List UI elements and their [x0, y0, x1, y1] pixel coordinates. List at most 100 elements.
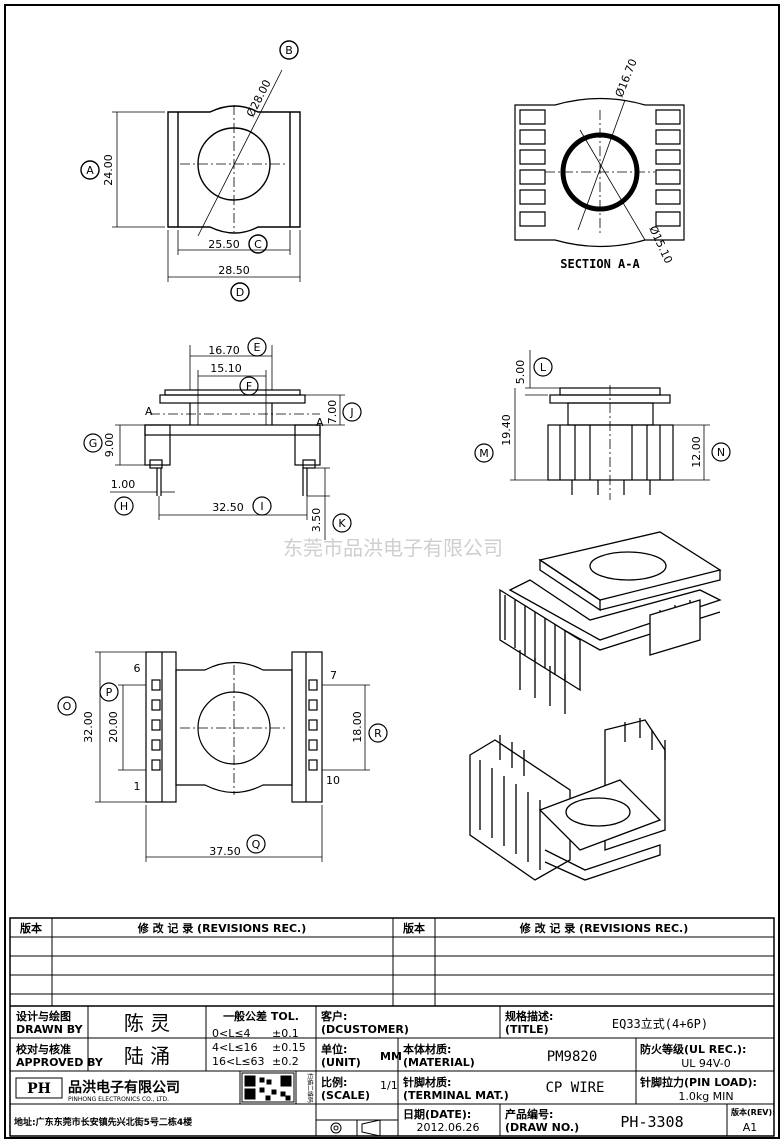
terminal-en: (TERMINAL MAT.) — [403, 1089, 509, 1102]
label-k: K — [338, 517, 346, 530]
terminal-cn: 针脚材质: — [403, 1075, 451, 1089]
dim-diameter-28: Ø28.00 — [244, 78, 274, 120]
dim-1-00: 1.00 — [111, 478, 136, 491]
dim-28-50: 28.50 — [218, 264, 250, 277]
customer-cn: 客户: — [320, 1009, 347, 1023]
dim-24: 24.00 — [102, 154, 115, 186]
title-val: EQ33立式(4+6P) — [612, 1016, 708, 1031]
label-n: N — [717, 446, 725, 459]
dim-15-10: 15.10 — [210, 362, 242, 375]
date-cn: 日期(DATE): — [403, 1107, 471, 1121]
drawno-en: (DRAW NO.) — [505, 1121, 579, 1134]
company-cn: 品洪电子有限公司 — [68, 1079, 180, 1096]
iso-view-top — [499, 531, 722, 714]
dim-diameter-15-10: Ø15.10 — [646, 224, 675, 266]
dim-32-00: 32.00 — [82, 711, 95, 743]
designer: 陈 灵 — [124, 1011, 170, 1035]
label-g: G — [89, 437, 98, 450]
pinload-cn: 针脚拉力(PIN LOAD): — [640, 1075, 757, 1089]
unit-en: (UNIT) — [321, 1056, 361, 1069]
date-val: 2012.06.26 — [417, 1121, 480, 1134]
dim-diameter-16-70: Ø16.70 — [613, 57, 640, 99]
dim-20-00: 20.00 — [107, 711, 120, 743]
label-d: D — [236, 286, 244, 299]
label-r: R — [374, 727, 382, 740]
title-cn: 规格描述: — [505, 1009, 553, 1023]
iso-view-bottom — [469, 718, 666, 881]
dim-18-00: 18.00 — [351, 711, 364, 743]
title-block — [9, 917, 775, 1137]
dim-19-40: 19.40 — [500, 414, 513, 446]
dim-3-50: 3.50 — [310, 508, 323, 533]
approved-en: APPROVED BY — [16, 1056, 104, 1069]
material-cn: 本体材质: — [403, 1042, 451, 1056]
rev-record-header-2: 修 改 记 录 (REVISIONS REC.) — [519, 921, 689, 935]
scale-cn: 比例: — [321, 1075, 347, 1089]
dim-5-00: 5.00 — [514, 360, 527, 385]
top-view-outline — [167, 105, 301, 234]
dim-16-70: 16.70 — [208, 344, 240, 357]
tol-1-range: 0<L≤4 — [212, 1027, 251, 1040]
tol-2-range: 4<L≤16 — [212, 1041, 258, 1054]
section-mark-right: A — [316, 416, 324, 429]
front-view — [83, 337, 362, 540]
pin-10: 10 — [326, 774, 340, 787]
tol-2-val: ±0.15 — [272, 1041, 306, 1054]
dim-12-00: 12.00 — [690, 436, 703, 468]
label-e: E — [254, 341, 261, 354]
tol-3-range: 16<L≤63 — [212, 1055, 265, 1068]
title-en: (TITLE) — [505, 1023, 549, 1036]
rev-cn: 版本(REV): — [730, 1107, 775, 1117]
qr-caption: 扫描二维码 — [306, 1073, 314, 1103]
drawno-cn: 产品编号: — [505, 1107, 553, 1121]
material-val: PM9820 — [547, 1049, 598, 1065]
label-j: J — [349, 406, 353, 419]
company-address: 地址:广东东莞市长安镇先兴北街5号二栋4楼 — [14, 1116, 192, 1128]
approver: 陆 涌 — [124, 1044, 170, 1068]
terminal-val: CP WIRE — [545, 1080, 604, 1096]
tol-title: 一般公差 TOL. — [223, 1009, 299, 1023]
label-a: A — [86, 164, 94, 177]
rev-record-header: 修 改 记 录 (REVISIONS REC.) — [137, 921, 307, 935]
company-en: PINHONG ELECTRONICS CO., LTD. — [68, 1096, 169, 1103]
sheet-border — [4, 4, 780, 1139]
designed-en: DRAWN BY — [16, 1023, 84, 1036]
bottom-view — [57, 651, 388, 862]
dim-7-00: 7.00 — [326, 400, 339, 425]
rev-version-header-2: 版本 — [403, 921, 425, 935]
side-view — [474, 350, 731, 500]
watermark: 东莞市品洪电子有限公司 — [283, 536, 503, 560]
section-view — [514, 97, 685, 248]
tol-1-val: ±0.1 — [272, 1027, 299, 1040]
label-o: O — [63, 700, 72, 713]
label-l: L — [540, 361, 547, 374]
company-logo: PH — [27, 1081, 51, 1097]
dim-9-00: 9.00 — [103, 433, 116, 458]
dim-25-50: 25.50 — [208, 238, 240, 251]
dim-37-50: 37.50 — [209, 845, 241, 858]
approved-cn: 校对与核准 — [16, 1042, 71, 1056]
ul-cn: 防火等级(UL REC.): — [640, 1042, 746, 1056]
rev-version-header: 版本 — [20, 921, 42, 935]
label-p: P — [106, 686, 113, 699]
label-f: F — [246, 380, 252, 393]
section-mark-left: A — [145, 405, 153, 418]
scale-val: 1/1 — [380, 1079, 398, 1092]
label-b: B — [285, 44, 293, 57]
customer-en: (DCUSTOMER) — [321, 1023, 409, 1036]
rev-val: A1 — [743, 1121, 758, 1134]
drawno-val: PH-3308 — [620, 1113, 683, 1131]
pinload-val: 1.0kg MIN — [678, 1090, 733, 1103]
designed-cn: 设计与绘图 — [16, 1009, 71, 1023]
pin-1: 1 — [134, 780, 141, 793]
section-caption: SECTION A-A — [560, 257, 640, 271]
material-en: (MATERIAL) — [403, 1056, 475, 1069]
tol-3-val: ±0.2 — [272, 1055, 299, 1068]
dim-32-50: 32.50 — [212, 501, 244, 514]
label-q: Q — [252, 838, 261, 851]
pin-6: 6 — [134, 662, 141, 675]
label-m: M — [479, 447, 489, 460]
top-view — [80, 40, 301, 302]
pin-7: 7 — [330, 669, 337, 682]
